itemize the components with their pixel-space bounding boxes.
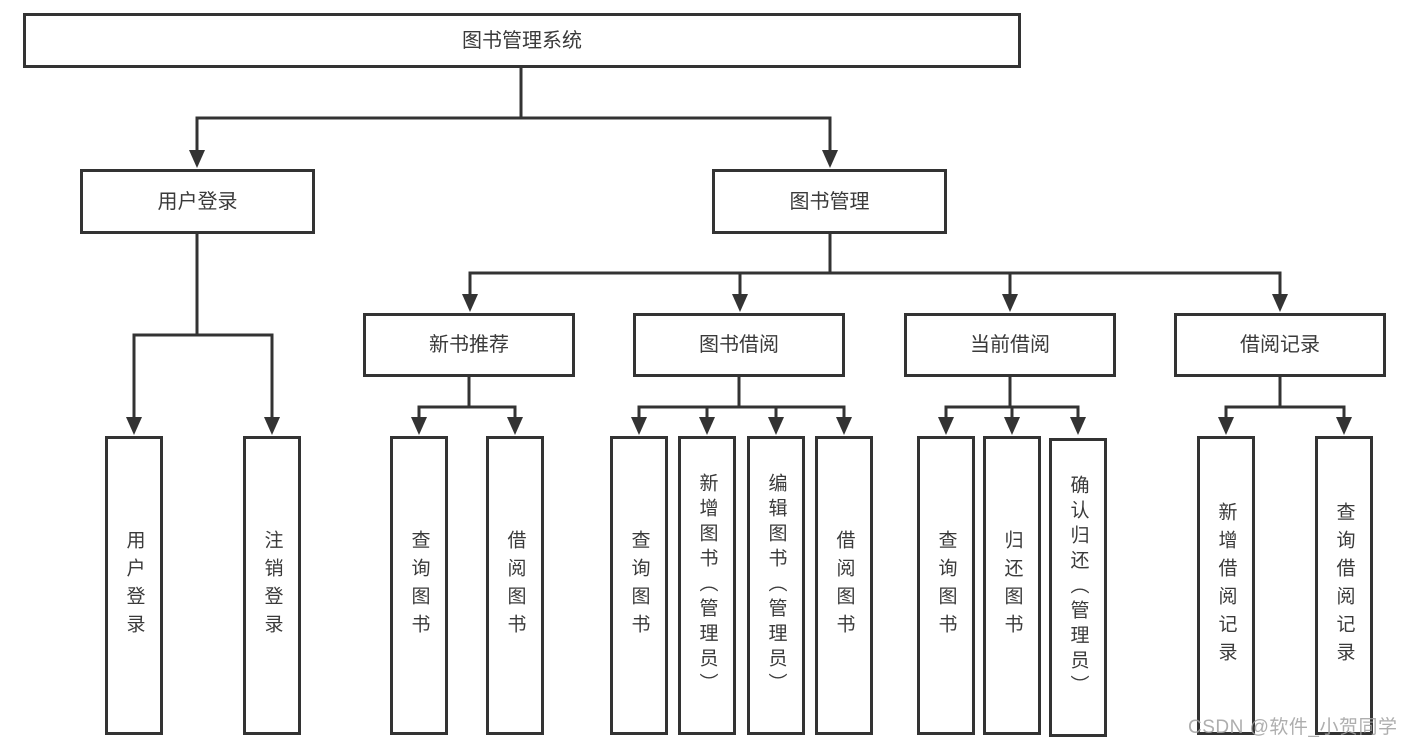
arrow-down-icon [126,417,142,435]
node-label: 借阅记录 [1240,334,1320,356]
arrow-down-icon [1004,417,1020,435]
node-label: 新增借阅记录 [1215,501,1237,670]
leaf-confirm-return-admin: 确认归还（管理员） [1049,438,1107,737]
leaf-query-books-1: 查询图书 [390,436,448,735]
node-label: 图书管理 [789,190,870,213]
leaf-add-borrow-record: 新增借阅记录 [1197,436,1255,735]
node-book-borrowing: 图书借阅 [633,313,845,377]
leaf-return-books: 归还图书 [983,436,1041,735]
node-label: 查询图书 [408,529,430,642]
arrow-down-icon [938,417,954,435]
arrow-down-icon [1272,294,1288,312]
node-user-login: 用户登录 [80,169,315,234]
node-label: 用户登录 [157,190,238,213]
leaf-edit-book-admin: 编辑图书（管理员） [747,436,805,735]
node-label: 查询图书 [935,529,957,642]
arrow-down-icon [1002,294,1018,312]
node-label: 归还图书 [1001,529,1023,642]
leaf-query-borrow-record: 查询借阅记录 [1315,436,1373,735]
arrow-down-icon [1070,417,1086,435]
node-new-book-recommend: 新书推荐 [363,313,575,377]
leaf-add-book-admin: 新增图书（管理员） [678,436,736,735]
arrow-down-icon [631,417,647,435]
node-label: 借阅图书 [504,529,526,642]
node-current-borrowing: 当前借阅 [904,313,1116,377]
arrow-down-icon [822,150,838,168]
arrowheads [126,150,1352,435]
node-borrow-records: 借阅记录 [1174,313,1386,377]
node-label: 编辑图书（管理员） [765,473,787,698]
leaf-query-books-2: 查询图书 [610,436,668,735]
node-root-system: 图书管理系统 [23,13,1021,68]
arrow-down-icon [836,417,852,435]
node-label: 注销登录 [261,529,283,642]
node-label: 确认归还（管理员） [1067,475,1089,700]
arrow-down-icon [1218,417,1234,435]
csdn-watermark: CSDN @软件_小贺同学 [1188,717,1398,738]
arrow-down-icon [411,417,427,435]
leaf-query-books-3: 查询图书 [917,436,975,735]
leaf-borrow-books-1: 借阅图书 [486,436,544,735]
node-label: 用户登录 [123,529,145,642]
node-book-management: 图书管理 [712,169,947,234]
arrow-down-icon [1336,417,1352,435]
node-label: 查询借阅记录 [1333,501,1355,670]
node-label: 图书借阅 [699,334,779,356]
leaf-user-login: 用户登录 [105,436,163,735]
leaf-borrow-books-2: 借阅图书 [815,436,873,735]
arrow-down-icon [732,294,748,312]
arrow-down-icon [699,417,715,435]
node-label: 新增图书（管理员） [696,473,718,698]
connector-strokes [132,67,1346,418]
node-label: 借阅图书 [833,529,855,642]
arrow-down-icon [264,417,280,435]
arrow-down-icon [462,294,478,312]
arrow-down-icon [768,417,784,435]
node-label: 新书推荐 [429,334,509,356]
node-label: 当前借阅 [970,334,1050,356]
node-label: 图书管理系统 [462,29,582,52]
arrow-down-icon [507,417,523,435]
leaf-logout: 注销登录 [243,436,301,735]
node-label: 查询图书 [628,529,650,642]
arrow-down-icon [189,150,205,168]
